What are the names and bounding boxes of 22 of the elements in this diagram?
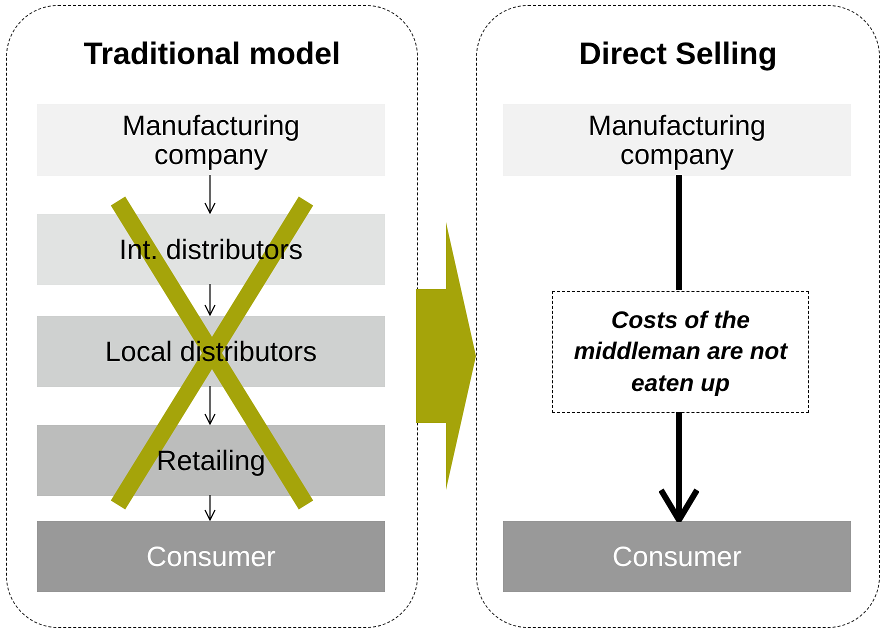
process-box [503, 521, 851, 592]
box-label: Manufacturing company [587, 110, 767, 170]
panel-title: Direct Selling [578, 36, 778, 71]
box-label: Consumer [612, 542, 742, 572]
process-box [37, 521, 385, 592]
box-label: Manufacturing company [121, 110, 301, 170]
dashed-panel [6, 5, 418, 628]
process-box [37, 104, 385, 176]
box-label: Retailing [156, 446, 266, 476]
arrow [658, 412, 700, 523]
arrow [204, 386, 216, 425]
block-arrow [416, 222, 476, 490]
process-box [503, 104, 851, 176]
process-box [37, 214, 385, 285]
dashed-panel [476, 5, 880, 628]
panel-title: Traditional model [84, 36, 340, 71]
note-text: Costs of the middleman are not eaten up [572, 306, 789, 399]
arrow [204, 284, 216, 316]
dashed-note-box [552, 291, 809, 413]
arrow [204, 495, 216, 521]
box-label: Consumer [146, 542, 276, 572]
arrow [204, 175, 216, 214]
